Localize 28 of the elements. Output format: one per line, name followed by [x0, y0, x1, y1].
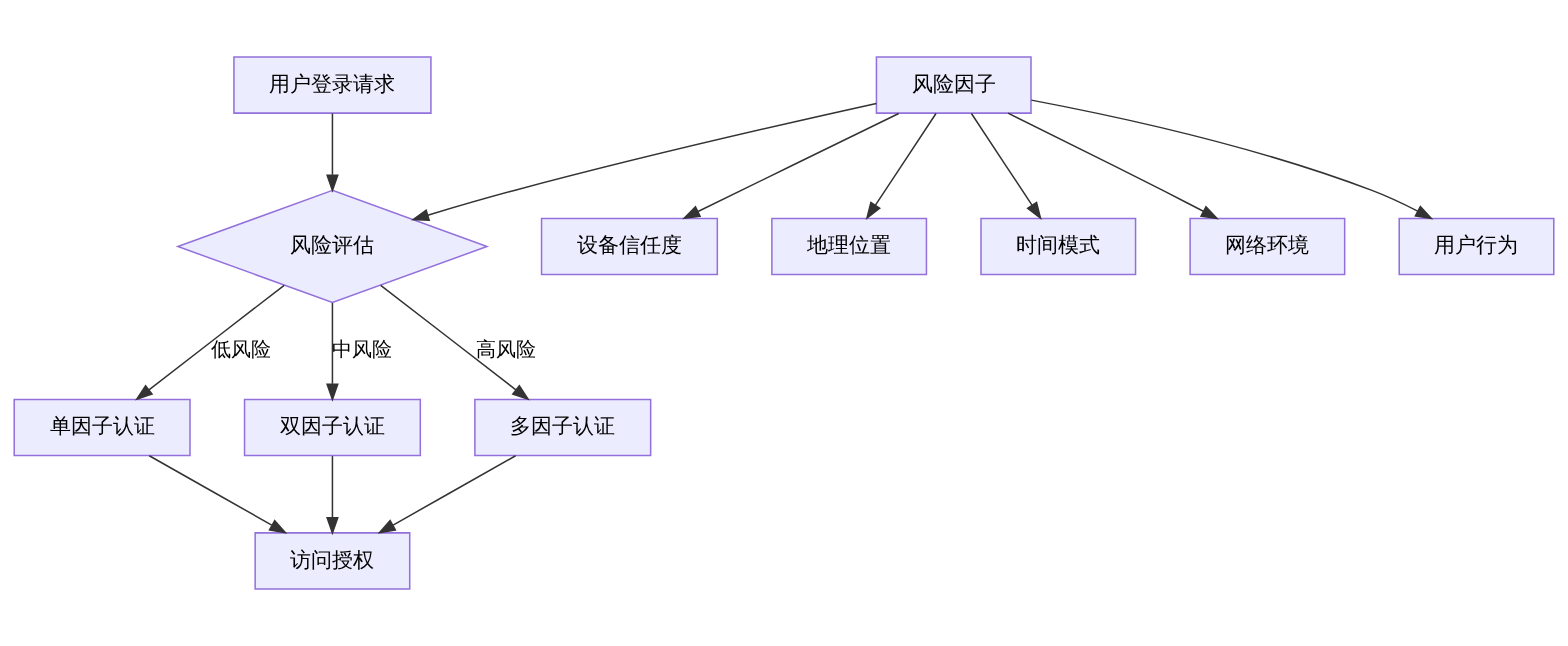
node-box: 风险因子: [875, 56, 1032, 114]
arrow: [135, 284, 285, 401]
node-box: 单因子认证: [13, 398, 191, 457]
arrow: [326, 112, 339, 193]
arrow: [1007, 112, 1219, 220]
node-box: 访问授权: [254, 532, 411, 590]
arrow: [410, 102, 878, 222]
arrow: [148, 455, 288, 534]
edge-label: 中风险: [331, 338, 392, 362]
arrow: [326, 302, 339, 402]
arrow: [865, 112, 937, 220]
arrow: [379, 284, 530, 401]
arrow: [326, 455, 339, 536]
node-box: 用户行为: [1398, 217, 1555, 276]
node-box: 用户登录请求: [233, 56, 432, 114]
node-box: 设备信任度: [540, 217, 719, 276]
arrow: [682, 112, 900, 220]
arrow: [1030, 99, 1434, 220]
node-box: 时间模式: [980, 217, 1137, 276]
edge-label: 低风险: [210, 338, 271, 362]
node-diamond: 风险评估: [175, 189, 490, 304]
arrow: [377, 455, 517, 534]
arrow: [970, 112, 1042, 220]
node-box: 双因子认证: [243, 398, 422, 457]
edge-label: 高风险: [475, 338, 536, 362]
node-box: 多因子认证: [474, 398, 652, 457]
node-box: 地理位置: [771, 217, 928, 276]
node-box: 网络环境: [1189, 217, 1346, 276]
